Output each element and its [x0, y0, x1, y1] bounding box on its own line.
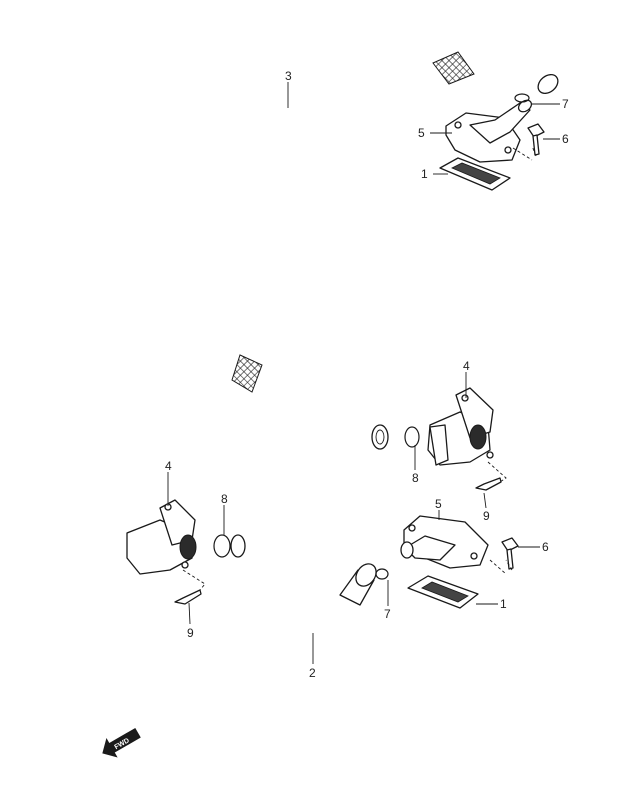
hose-3 — [136, 28, 578, 450]
callout-6-lower: 6 — [542, 540, 549, 554]
gasket-8-right — [404, 426, 420, 448]
callout-labels: 3 7 5 6 1 4 8 9 4 8 9 5 6 1 7 2 — [165, 69, 569, 680]
valve-body-4-right — [427, 387, 494, 466]
valve-body-4-left — [126, 499, 197, 575]
screw-9-right — [475, 461, 507, 491]
callout-6-upper: 6 — [562, 132, 569, 146]
callout-9-right: 9 — [483, 509, 490, 523]
reed-valve-1-lower — [407, 575, 479, 609]
screw-9-left — [174, 569, 206, 605]
callout-7-upper: 7 — [562, 97, 569, 111]
hose-2 — [229, 533, 377, 653]
callout-7-lower: 7 — [384, 607, 391, 621]
callout-1-lower: 1 — [500, 597, 507, 611]
callout-5-upper: 5 — [418, 126, 425, 140]
callout-4-left: 4 — [165, 459, 172, 473]
valve-cover-5-upper — [445, 99, 533, 163]
braid-sleeve-lower — [231, 354, 263, 393]
reed-valve-1-upper — [439, 157, 511, 191]
gasket-8-left — [213, 534, 231, 558]
callout-8-right: 8 — [412, 471, 419, 485]
callout-1-upper: 1 — [421, 167, 428, 181]
bolt-6-lower — [489, 537, 519, 575]
leader-lines — [167, 82, 560, 664]
callout-8-left: 8 — [221, 492, 228, 506]
callout-9-left: 9 — [187, 626, 194, 640]
forward-arrow-icon: FWD — [102, 727, 141, 758]
callout-3: 3 — [285, 69, 292, 83]
clamp-7-lower — [375, 568, 389, 580]
clamp-7-upper — [514, 93, 530, 103]
callout-2: 2 — [309, 666, 316, 680]
valve-cover-5-lower — [400, 515, 489, 569]
bolt-6-upper — [512, 123, 545, 161]
braid-sleeve-upper — [432, 51, 475, 85]
callout-4-right: 4 — [463, 359, 470, 373]
callout-5-lower: 5 — [435, 497, 442, 511]
